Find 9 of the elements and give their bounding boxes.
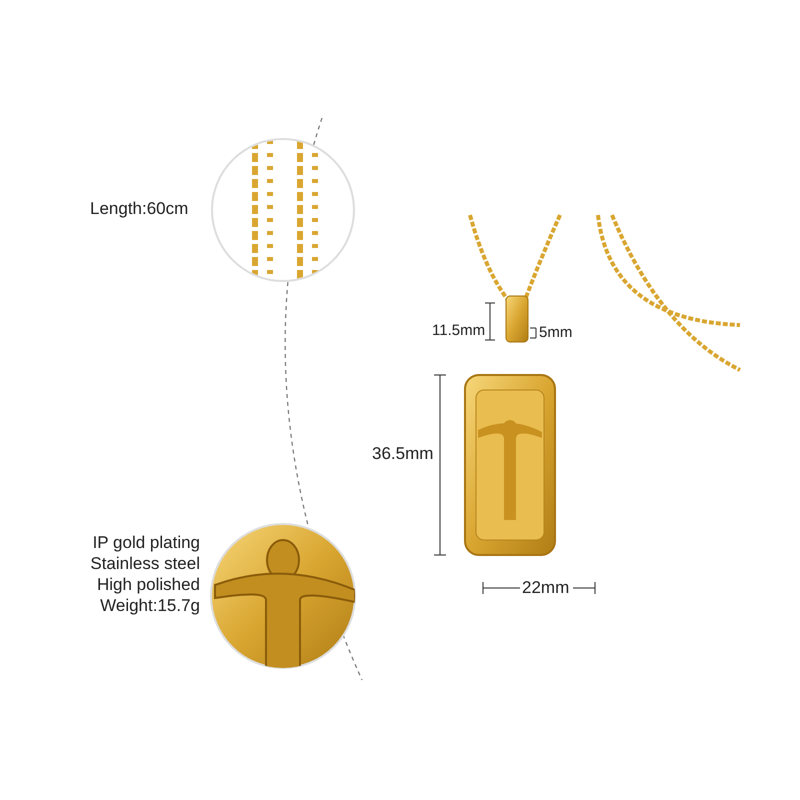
spec-label: Length:60cm [90, 199, 188, 219]
dimension-label: 5mm [539, 323, 572, 343]
dimension-label: 36.5mm [372, 444, 434, 464]
dimension-label: 22mm [522, 578, 570, 598]
dimension-label: 11.5mm [432, 321, 486, 341]
spec-label: High polished [96, 575, 200, 595]
spec-label: Weight:15.7g [100, 596, 200, 616]
spec-label: IP gold plating [92, 533, 200, 553]
spec-label: Stainless steel [90, 554, 200, 574]
